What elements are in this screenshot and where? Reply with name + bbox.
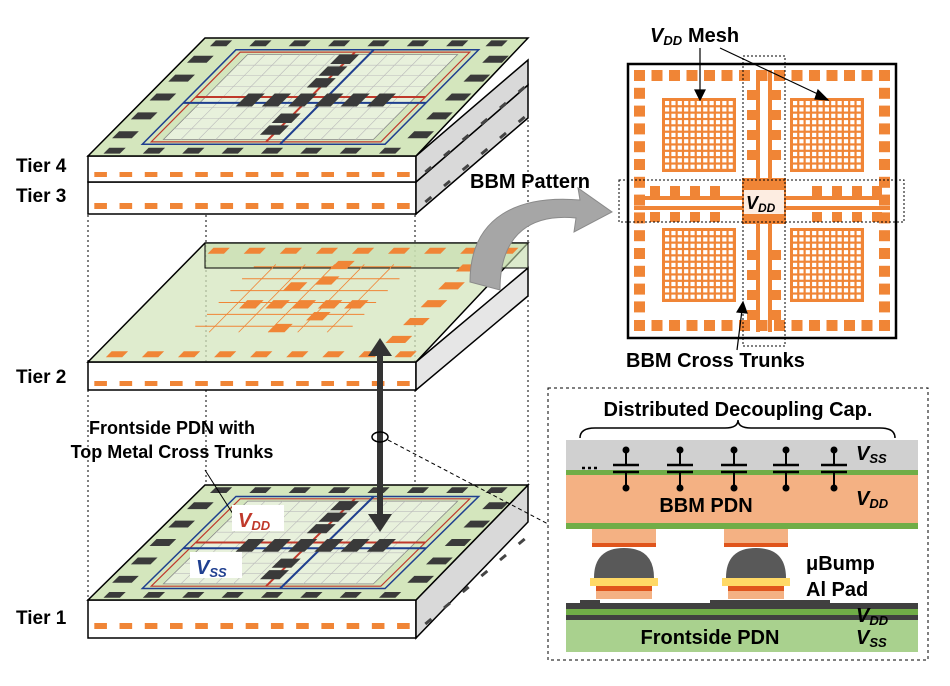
xs-al-pad-label: Al Pad	[806, 579, 868, 601]
frontside-label-line1: Frontside PDN with	[89, 418, 255, 438]
vdd-mesh-label-rest: Mesh	[688, 25, 739, 47]
xs-bbm-pdn-label: BBM PDN	[659, 495, 752, 517]
bbm-pattern-panel: VDD	[618, 55, 905, 347]
frontside-label-line2: Top Metal Cross Trunks	[71, 442, 274, 462]
xs-frontside-pdn-label: Frontside PDN	[641, 627, 780, 649]
xs-bottom-vss-label: VSS	[856, 627, 887, 650]
interconnect-arrow	[368, 338, 551, 532]
bbm-pattern-label: BBM Pattern	[470, 171, 590, 193]
bbm-center-vdd: VDD	[746, 193, 776, 215]
tier4-chip	[86, 37, 530, 216]
vdd-mesh-label: VDD	[650, 25, 683, 48]
tier1-vdd-label: VDD	[238, 510, 271, 533]
tier1-vss-label: VSS	[196, 557, 227, 580]
decap-title: Distributed Decoupling Cap.	[604, 399, 873, 421]
tier1-chip	[86, 483, 530, 640]
tier1-label: Tier 1	[16, 608, 67, 629]
bbm-cross-trunks-label: BBM Cross Trunks	[626, 350, 805, 372]
tier3-label: Tier 3	[16, 186, 66, 207]
xs-ubump-label: μBump	[806, 553, 875, 575]
tier2-chip	[86, 242, 530, 392]
cross-section-panel: Distributed Decoupling Cap.	[547, 387, 929, 661]
tier4-label: Tier 4	[16, 156, 67, 177]
xs-vss-label: VSS	[856, 443, 887, 466]
bbm-pattern-arrow	[469, 186, 613, 291]
tier2-label: Tier 2	[16, 367, 66, 388]
xs-vdd-label: VDD	[856, 488, 889, 511]
xs-bottom-vdd-label: VDD	[856, 605, 889, 628]
